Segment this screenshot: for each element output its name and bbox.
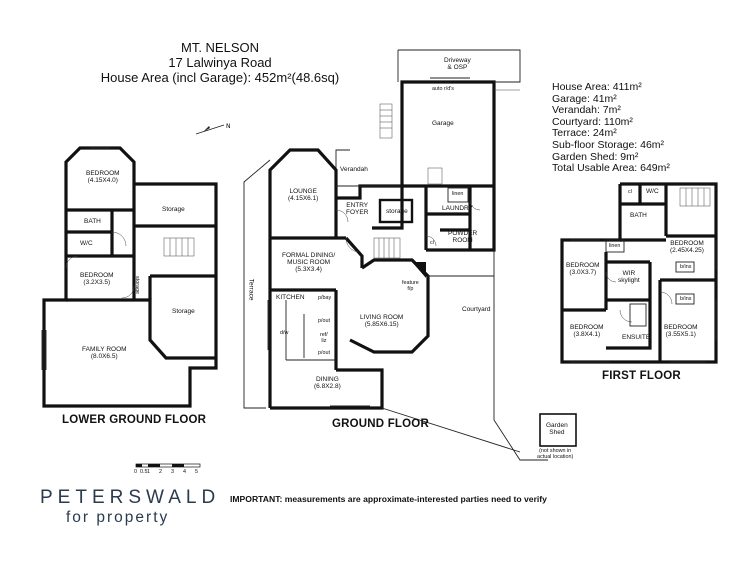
scale-label: 0.5: [140, 469, 148, 475]
svg-text:N: N: [226, 123, 231, 130]
area-item: Garden Shed: 9m²: [552, 150, 639, 163]
room-label: cl: [430, 240, 434, 246]
room-label: BATH: [84, 218, 101, 225]
suburb: MT. NELSON: [180, 40, 259, 55]
area-item: House Area: 411m²: [552, 81, 642, 93]
scale-label: 5: [195, 469, 198, 475]
area-item: Total Usable Area: 649m²: [552, 162, 670, 175]
room-label: BEDROOM(3.0X3.7): [566, 262, 600, 277]
room-label: linen: [609, 243, 621, 249]
room-label: Garage: [432, 120, 454, 127]
room-label: p/bay: [318, 295, 332, 301]
scale-label: 0: [134, 469, 137, 475]
room-label: DINING(6.8X2.8): [314, 376, 341, 391]
room-label: Courtyard: [462, 306, 491, 313]
room-label: W/C: [80, 240, 93, 247]
disclaimer: IMPORTANT: measurements are approximate-…: [230, 494, 547, 504]
ground-floor-plan: [243, 49, 548, 461]
room-label: linen: [452, 191, 464, 197]
property-title: MT. NELSON 17 Lalwinya Road House Area (…: [60, 40, 380, 85]
house-area: House Area (incl Garage): 452m²(48.6sq): [100, 70, 340, 85]
ground-floor-label: GROUND FLOOR: [332, 418, 429, 430]
room-label: LOUNGE(4.15X6.1): [288, 188, 319, 203]
scale-label: 4: [183, 469, 186, 475]
area-item: Terrace: 24m²: [552, 127, 617, 140]
room-label: cl: [628, 189, 632, 195]
area-item: Garage: 41m²: [552, 92, 617, 105]
room-label: b/ins: [680, 264, 692, 270]
area-item: Sub-floor Storage: 46m²: [552, 138, 665, 151]
area-item: Verandah: 7m²: [552, 104, 621, 117]
room-label: Storage: [162, 206, 185, 213]
room-label: b/ins: [680, 296, 692, 302]
room-label: BEDROOM(3.2X3.5): [80, 272, 114, 287]
room-label: FAMILY ROOM(8.0X6.5): [82, 346, 127, 361]
scale-label: 1: [147, 469, 150, 475]
room-label: auto r/d's: [432, 86, 455, 92]
room-label: BEDROOM(2.45X4.25): [670, 240, 704, 255]
scale-bar: [135, 463, 201, 468]
room-label: p/out: [318, 350, 330, 356]
room-label: Storage: [172, 308, 195, 315]
room-label: BEDROOM(3.8X4.1): [570, 324, 604, 339]
north-arrow-icon: N: [195, 123, 231, 135]
room-label: FORMAL DINING/MUSIC ROOM(5.3X3.4): [282, 252, 336, 274]
room-label: Driveway& OSP: [444, 57, 471, 72]
room-label: W/C: [646, 188, 659, 195]
lower-ground-floor-plan: [41, 146, 218, 408]
brand-logo-title: PETERSWALD: [40, 487, 221, 508]
room-label: storage: [133, 276, 140, 294]
room-label: ENSUITE: [622, 334, 651, 341]
room-label: BEDROOM(4.15X4.0): [86, 170, 120, 185]
room-label: LIVING ROOM(5.85X6.15): [360, 314, 404, 329]
street-address: 17 Lalwinya Road: [168, 55, 272, 70]
room-label: Verandah: [340, 166, 368, 173]
scale-label: 3: [171, 469, 174, 475]
lower-ground-floor-label: LOWER GROUND FLOOR: [62, 414, 207, 426]
scale-label: 2: [159, 469, 162, 475]
room-label: ref/liz: [320, 332, 328, 344]
room-label: p/out: [318, 318, 330, 324]
room-label: Terrace: [247, 278, 255, 301]
area-summary: House Area: 411m² Garage: 41m² Verandah:…: [552, 81, 670, 175]
room-label: KITCHEN: [276, 294, 305, 301]
first-floor-plan: [560, 182, 718, 364]
room-label: BEDROOM(3.55X5.1): [664, 324, 698, 339]
garden-shed-outline: [539, 413, 577, 447]
room-label: BATH: [630, 212, 647, 219]
area-item: Courtyard: 110m²: [552, 115, 633, 128]
room-label: LAUNDRY: [442, 205, 473, 212]
room-label: storage: [386, 208, 408, 215]
room-label: d/w: [280, 330, 289, 336]
brand-logo-subtitle: for property: [66, 509, 170, 526]
first-floor-label: FIRST FLOOR: [602, 370, 681, 382]
